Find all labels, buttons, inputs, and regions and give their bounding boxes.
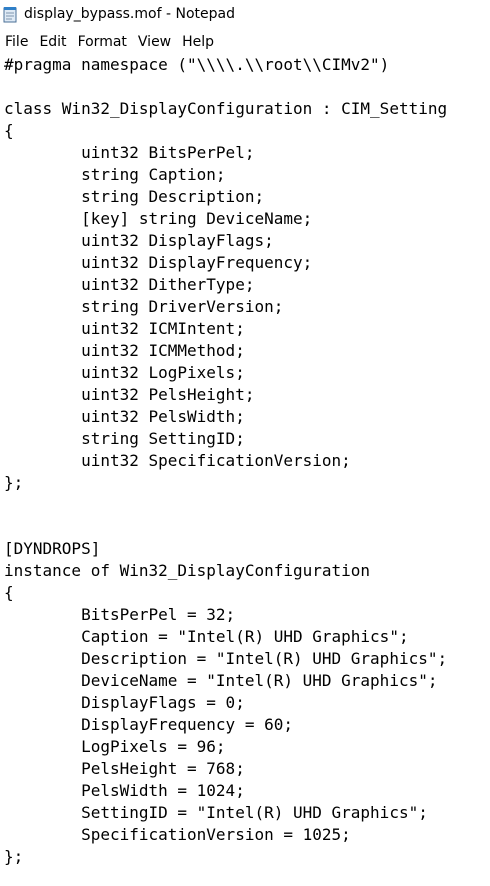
- menu-help[interactable]: Help: [182, 34, 215, 50]
- editor-line: [key] string DeviceName;: [4, 209, 313, 228]
- editor-line: PelsWidth = 1024;: [4, 781, 245, 800]
- editor-line: ​: [4, 76, 447, 98]
- editor-line: uint32 DisplayFlags;: [4, 231, 274, 250]
- editor-line: uint32 SpecificationVersion;: [4, 451, 351, 470]
- title-bar: display_bypass.mof - Notepad: [0, 0, 490, 30]
- menu-file[interactable]: File: [5, 34, 29, 50]
- editor-line: };: [4, 847, 24, 866]
- editor-line: SettingID = "Intel(R) UHD Graphics";: [4, 803, 428, 822]
- editor-line: Description = "Intel(R) UHD Graphics";: [4, 649, 448, 668]
- editor-line: Caption = "Intel(R) UHD Graphics";: [4, 627, 409, 646]
- editor-line: {: [4, 583, 14, 602]
- menu-bar: File Edit Format View Help: [0, 31, 490, 53]
- editor-line: uint32 BitsPerPel;: [4, 143, 255, 162]
- editor-line: instance of Win32_DisplayConfiguration: [4, 561, 371, 580]
- editor-line: uint32 LogPixels;: [4, 363, 245, 382]
- editor-line: ​: [4, 494, 447, 516]
- editor-line: uint32 DitherType;: [4, 275, 255, 294]
- window-title: display_bypass.mof - Notepad: [24, 6, 235, 22]
- editor-line: string Description;: [4, 187, 265, 206]
- editor-line: DisplayFlags = 0;: [4, 693, 245, 712]
- menu-format[interactable]: Format: [77, 34, 127, 50]
- editor-line: ​: [4, 516, 447, 538]
- editor-line: uint32 PelsWidth;: [4, 407, 245, 426]
- editor-line: string SettingID;: [4, 429, 245, 448]
- editor-content[interactable]: #pragma namespace ("\\\\.\\root\\CIMv2")…: [4, 54, 447, 868]
- text-editor[interactable]: #pragma namespace ("\\\\.\\root\\CIMv2")…: [0, 54, 490, 886]
- editor-line: SpecificationVersion = 1025;: [4, 825, 351, 844]
- editor-line: DeviceName = "Intel(R) UHD Graphics";: [4, 671, 438, 690]
- editor-line: PelsHeight = 768;: [4, 759, 245, 778]
- editor-line: string DriverVersion;: [4, 297, 284, 316]
- editor-line: DisplayFrequency = 60;: [4, 715, 293, 734]
- notepad-icon: [3, 7, 17, 23]
- editor-line: class Win32_DisplayConfiguration : CIM_S…: [4, 99, 448, 118]
- editor-line: string Caption;: [4, 165, 226, 184]
- editor-line: uint32 ICMIntent;: [4, 319, 245, 338]
- editor-line: BitsPerPel = 32;: [4, 605, 236, 624]
- editor-line: };: [4, 473, 24, 492]
- editor-line: {: [4, 121, 14, 140]
- editor-line: [DYNDROPS]: [4, 539, 101, 558]
- editor-line: uint32 ICMMethod;: [4, 341, 245, 360]
- editor-line: uint32 PelsHeight;: [4, 385, 255, 404]
- editor-line: uint32 DisplayFrequency;: [4, 253, 313, 272]
- menu-edit[interactable]: Edit: [39, 34, 67, 50]
- editor-line: #pragma namespace ("\\\\.\\root\\CIMv2"): [4, 55, 390, 74]
- menu-view[interactable]: View: [137, 34, 172, 50]
- editor-line: LogPixels = 96;: [4, 737, 226, 756]
